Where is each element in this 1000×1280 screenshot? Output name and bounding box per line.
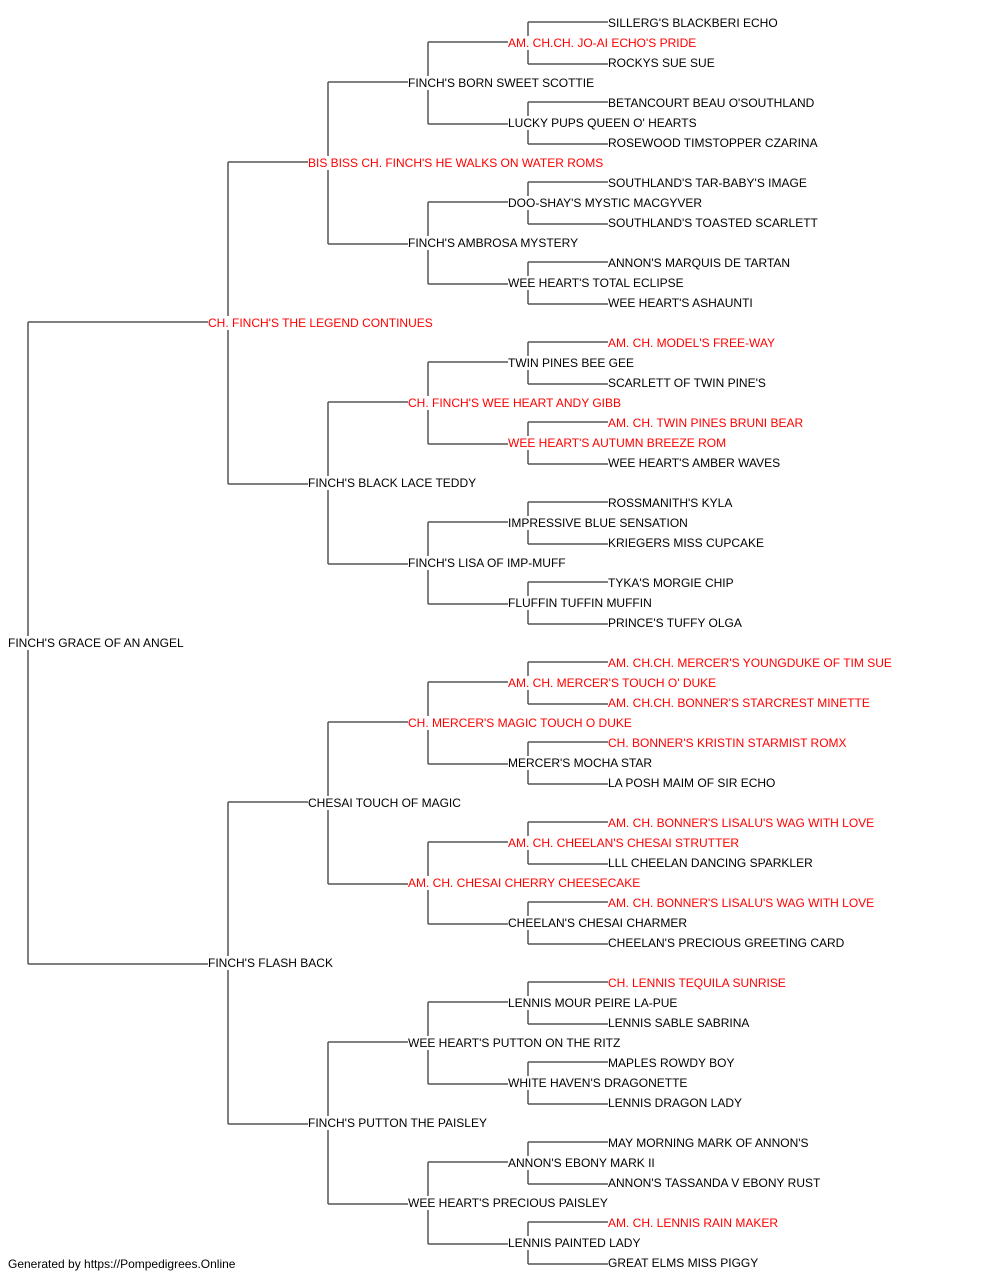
pedigree-entry-gen3: AM. CH. CHESAI CHERRY CHEESECAKE [408, 876, 643, 890]
pedigree-entry-gen4: TWIN PINES BEE GEE [508, 356, 637, 370]
pedigree-entry-gen5: AM. CH. LENNIS RAIN MAKER [608, 1216, 781, 1230]
pedigree-entry-gen4: MERCER'S MOCHA STAR [508, 756, 655, 770]
pedigree-entry-gen3: FINCH'S AMBROSA MYSTERY [408, 236, 581, 250]
pedigree-entry-gen4: LUCKY PUPS QUEEN O' HEARTS [508, 116, 699, 130]
pedigree-entry-gen3: WEE HEART'S PRECIOUS PAISLEY [408, 1196, 610, 1210]
pedigree-entry-gen4: AM. CH.CH. JO-AI ECHO'S PRIDE [508, 36, 699, 50]
pedigree-entry-gen5: AM. CH. MODEL'S FREE-WAY [608, 336, 777, 350]
pedigree-entry-gen5: AM. CH. BONNER'S LISALU'S WAG WITH LOVE [608, 896, 877, 910]
pedigree-entry-gen5: WEE HEART'S ASHAUNTI [608, 296, 755, 310]
pedigree-entry-gen5: AM. CH.CH. MERCER'S YOUNGDUKE OF TIM SUE [608, 656, 894, 670]
pedigree-entry-gen5: ANNON'S MARQUIS DE TARTAN [608, 256, 793, 270]
pedigree-entry-gen2: FINCH'S PUTTON THE PAISLEY [308, 1116, 489, 1130]
pedigree-entry-gen5: SOUTHLAND'S TAR-BABY'S IMAGE [608, 176, 809, 190]
pedigree-entry-gen4: AM. CH. CHEELAN'S CHESAI STRUTTER [508, 836, 741, 850]
pedigree-entry-gen5: CH. BONNER'S KRISTIN STARMIST ROMX [608, 736, 849, 750]
pedigree-entry-gen0: FINCH'S GRACE OF AN ANGEL [8, 636, 186, 650]
pedigree-entry-gen5: ANNON'S TASSANDA V EBONY RUST [608, 1176, 823, 1190]
pedigree-entry-gen4: WEE HEART'S TOTAL ECLIPSE [508, 276, 686, 290]
pedigree-entry-gen5: AM. CH. BONNER'S LISALU'S WAG WITH LOVE [608, 816, 877, 830]
pedigree-entry-gen5: TYKA'S MORGIE CHIP [608, 576, 736, 590]
pedigree-entry-gen5: CHEELAN'S PRECIOUS GREETING CARD [608, 936, 847, 950]
pedigree-entry-gen4: AM. CH. MERCER'S TOUCH O' DUKE [508, 676, 719, 690]
pedigree-entry-gen3: FINCH'S LISA OF IMP-MUFF [408, 556, 568, 570]
pedigree-entry-gen5: GREAT ELMS MISS PIGGY [608, 1256, 761, 1270]
generated-by-footer: Generated by https://Pompedigrees.Online [8, 1257, 236, 1271]
pedigree-entry-gen2: FINCH'S BLACK LACE TEDDY [308, 476, 479, 490]
pedigree-entry-gen5: MAY MORNING MARK OF ANNON'S [608, 1136, 811, 1150]
pedigree-entry-gen4: FLUFFIN TUFFIN MUFFIN [508, 596, 654, 610]
pedigree-entry-gen4: WEE HEART'S AUTUMN BREEZE ROM [508, 436, 729, 450]
pedigree-entry-gen5: SCARLETT OF TWIN PINE'S [608, 376, 768, 390]
pedigree-entry-gen1: FINCH'S FLASH BACK [208, 956, 335, 970]
pedigree-entry-gen5: ROSEWOOD TIMSTOPPER CZARINA [608, 136, 820, 150]
pedigree-entry-gen5: AM. CH.CH. BONNER'S STARCREST MINETTE [608, 696, 872, 710]
pedigree-entry-gen5: ROSSMANITH'S KYLA [608, 496, 735, 510]
pedigree-entry-gen5: LLL CHEELAN DANCING SPARKLER [608, 856, 815, 870]
pedigree-entry-gen4: WHITE HAVEN'S DRAGONETTE [508, 1076, 690, 1090]
pedigree-entry-gen4: DOO-SHAY'S MYSTIC MACGYVER [508, 196, 705, 210]
pedigree-entry-gen5: LENNIS SABLE SABRINA [608, 1016, 752, 1030]
pedigree-entry-gen5: BETANCOURT BEAU O'SOUTHLAND [608, 96, 817, 110]
pedigree-entry-gen5: MAPLES ROWDY BOY [608, 1056, 737, 1070]
pedigree-entry-gen2: BIS BISS CH. FINCH'S HE WALKS ON WATER R… [308, 156, 606, 170]
pedigree-entry-gen1: CH. FINCH'S THE LEGEND CONTINUES [208, 316, 435, 330]
pedigree-entry-gen4: LENNIS MOUR PEIRE LA-PUE [508, 996, 680, 1010]
pedigree-entry-gen4: CHEELAN'S CHESAI CHARMER [508, 916, 689, 930]
pedigree-entry-gen5: PRINCE'S TUFFY OLGA [608, 616, 744, 630]
pedigree-entry-gen3: FINCH'S BORN SWEET SCOTTIE [408, 76, 597, 90]
pedigree-entry-gen4: ANNON'S EBONY MARK II [508, 1156, 657, 1170]
pedigree-entry-gen3: WEE HEART'S PUTTON ON THE RITZ [408, 1036, 623, 1050]
pedigree-entry-gen5: SOUTHLAND'S TOASTED SCARLETT [608, 216, 820, 230]
pedigree-entry-gen5: ROCKYS SUE SUE [608, 56, 717, 70]
pedigree-entry-gen3: CH. MERCER'S MAGIC TOUCH O DUKE [408, 716, 634, 730]
pedigree-entry-gen5: LA POSH MAIM OF SIR ECHO [608, 776, 778, 790]
pedigree-entry-gen5: CH. LENNIS TEQUILA SUNRISE [608, 976, 788, 990]
pedigree-entry-gen2: CHESAI TOUCH OF MAGIC [308, 796, 463, 810]
pedigree-entry-gen5: KRIEGERS MISS CUPCAKE [608, 536, 767, 550]
pedigree-entry-gen4: LENNIS PAINTED LADY [508, 1236, 643, 1250]
pedigree-entry-gen5: WEE HEART'S AMBER WAVES [608, 456, 783, 470]
pedigree-entry-gen5: AM. CH. TWIN PINES BRUNI BEAR [608, 416, 806, 430]
pedigree-entry-gen4: IMPRESSIVE BLUE SENSATION [508, 516, 690, 530]
pedigree-entry-gen3: CH. FINCH'S WEE HEART ANDY GIBB [408, 396, 623, 410]
pedigree-entry-gen5: SILLERG'S BLACKBERI ECHO [608, 16, 780, 30]
pedigree-entry-gen5: LENNIS DRAGON LADY [608, 1096, 745, 1110]
